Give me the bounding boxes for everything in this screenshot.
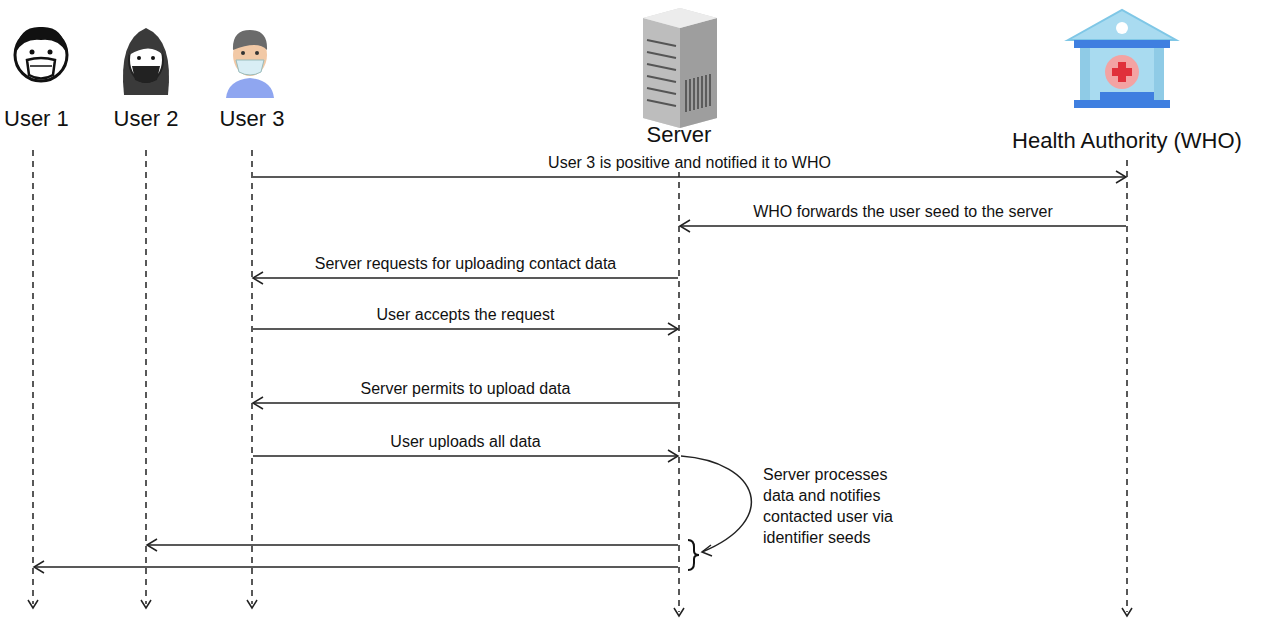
message-arrow [253,397,678,409]
server-icon [643,8,717,128]
actor-name: User 2 [114,106,179,132]
actor-name: Server [647,122,712,148]
message-label: WHO forwards the user seed to the server [751,203,1055,221]
actor-name: User 1 [4,106,69,132]
user-icon [15,27,67,81]
bracket [688,540,699,570]
message-arrow [253,171,1126,183]
message-arrow [680,220,1126,232]
message-arrow [34,561,678,573]
actor-label: User 2 [114,106,179,132]
actor-name: Health Authority (WHO) [1012,128,1242,154]
hospital-icon [1068,10,1176,108]
message-label: Server requests for uploading contact da… [313,255,619,273]
message-arrow [253,323,678,335]
self-loop-head [702,545,712,556]
lifeline-ends [28,600,1132,616]
server-label: Server [647,122,712,148]
message-label: User 3 is positive and notified it to WH… [546,154,833,172]
message-label: User uploads all data [388,433,542,451]
message-arrow [253,272,678,284]
message-arrow [253,450,678,462]
actor-label: User 3 [220,106,285,132]
authority-label: Health Authority (WHO) [1012,128,1242,154]
user-icon [123,28,169,95]
message-label: User accepts the request [375,306,557,324]
message-label: Server permits to upload data [359,380,573,398]
self-loop [681,456,751,552]
process-note: Server processes data and notifies conta… [763,464,913,548]
actor-name: User 3 [220,106,285,132]
message-arrow [147,539,678,551]
actor-label: User 1 [4,106,69,132]
user-icon [226,30,274,98]
lifelines [33,150,1127,612]
